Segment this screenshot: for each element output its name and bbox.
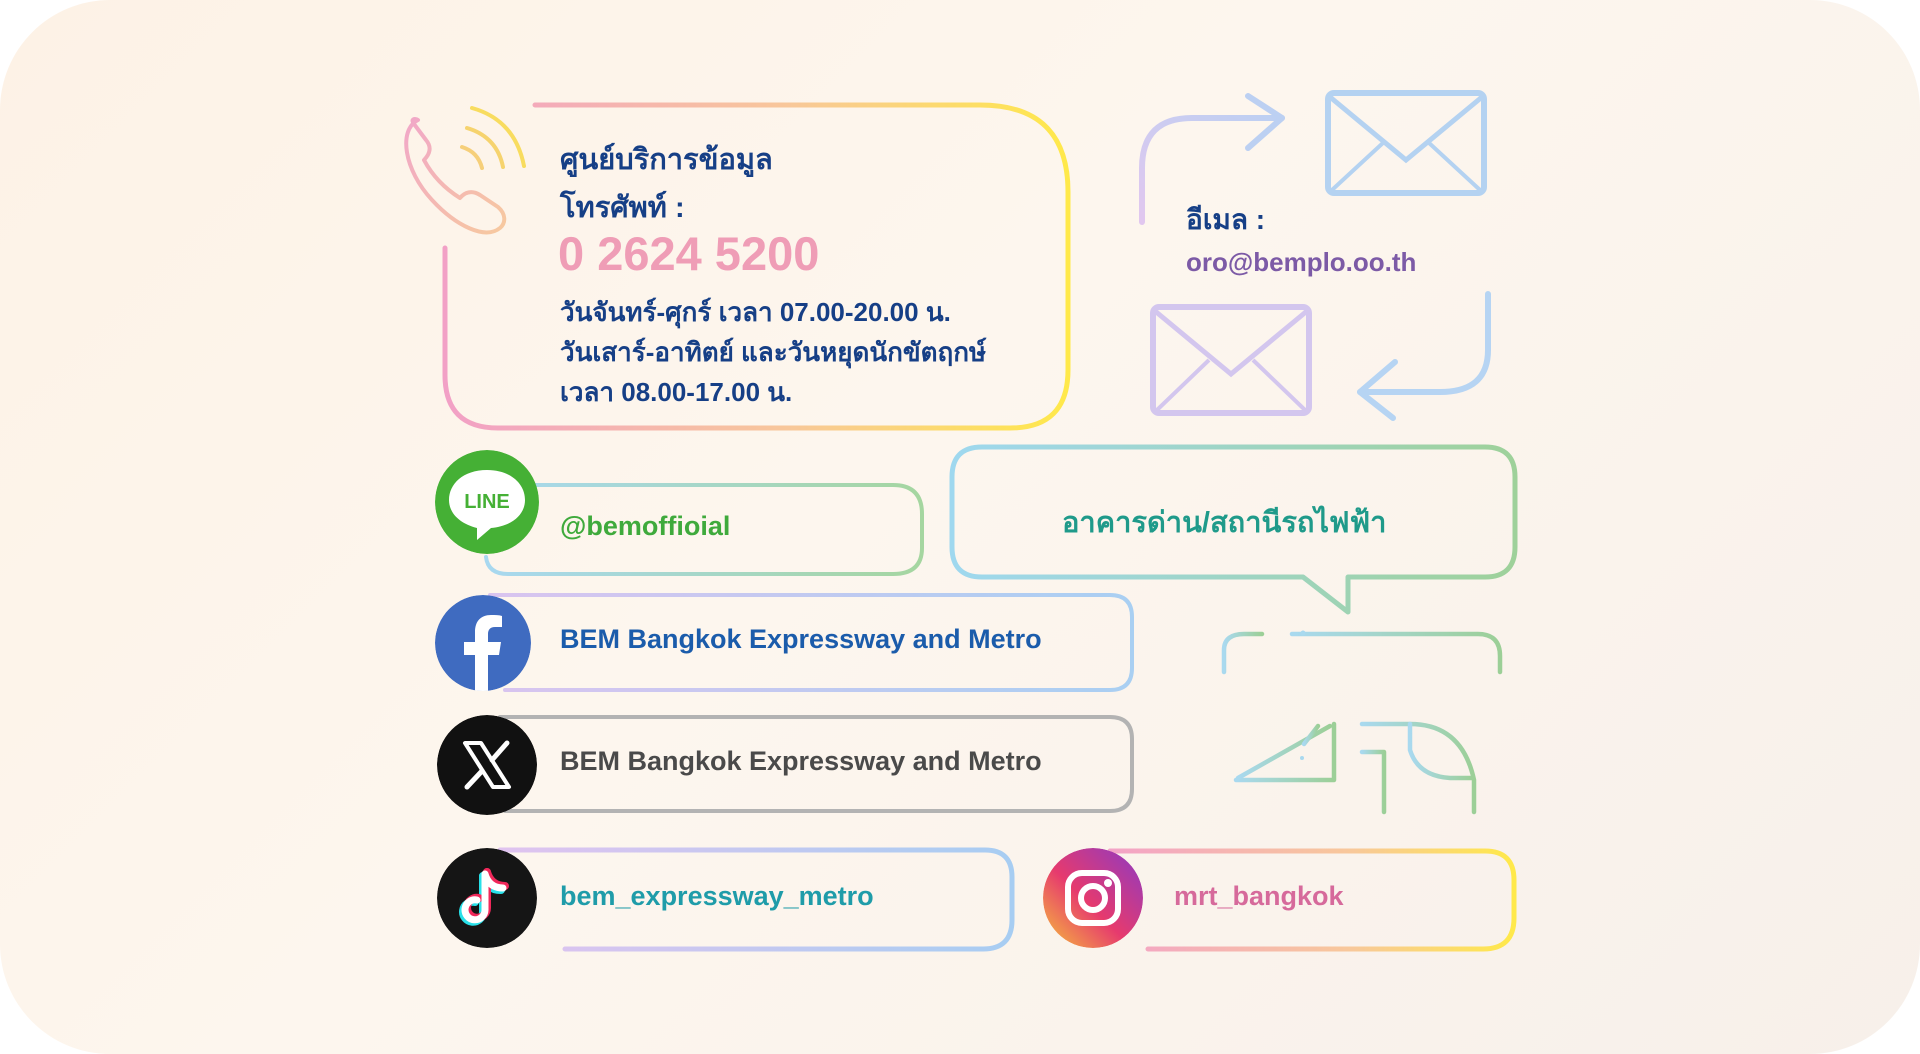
phone-number[interactable]: 0 2624 5200 xyxy=(558,227,820,280)
email-arrow-bottom-icon xyxy=(1357,291,1491,421)
line-handle[interactable]: @bemoffioial xyxy=(560,511,731,541)
instagram-icon[interactable] xyxy=(1043,848,1143,948)
email-address[interactable]: oro@bemplo.oo.th xyxy=(1186,247,1417,277)
hotline-title: ศูนย์บริการข้อมูล xyxy=(560,144,773,176)
x-name[interactable]: BEM Bangkok Expressway and Metro xyxy=(560,746,1042,776)
tiktok-handle[interactable]: bem_expressway_metro xyxy=(560,881,874,911)
line-icon-text: LINE xyxy=(464,491,510,513)
x-logo-icon[interactable] xyxy=(437,715,537,815)
hours-line: เวลา 08.00-17.00 น. xyxy=(560,377,793,407)
hours-line: วันจันทร์-ศุกร์ เวลา 07.00-20.00 น. xyxy=(560,297,951,327)
phone-icon xyxy=(404,106,526,235)
instagram-handle[interactable]: mrt_bangkok xyxy=(1174,881,1344,911)
email-label: อีเมล : xyxy=(1186,204,1266,235)
station-label: อาคารด่าน/สถานีรถไฟฟ้า xyxy=(1062,507,1387,539)
phone-label: โทรศัพท์ : xyxy=(560,192,685,224)
email-arrow-top-icon xyxy=(1139,93,1285,225)
facebook-name[interactable]: BEM Bangkok Expressway and Metro xyxy=(560,624,1042,654)
line-icon[interactable]: LINE xyxy=(435,450,539,554)
hours-line: วันเสาร์-อาทิตย์ และวันหยุดนักขัตฤกษ์ xyxy=(560,337,987,367)
tiktok-icon[interactable] xyxy=(437,848,537,948)
facebook-icon[interactable] xyxy=(435,595,531,691)
envelope-icon xyxy=(1150,304,1312,416)
train-station-icon xyxy=(1219,631,1505,815)
envelope-icon xyxy=(1325,90,1487,196)
